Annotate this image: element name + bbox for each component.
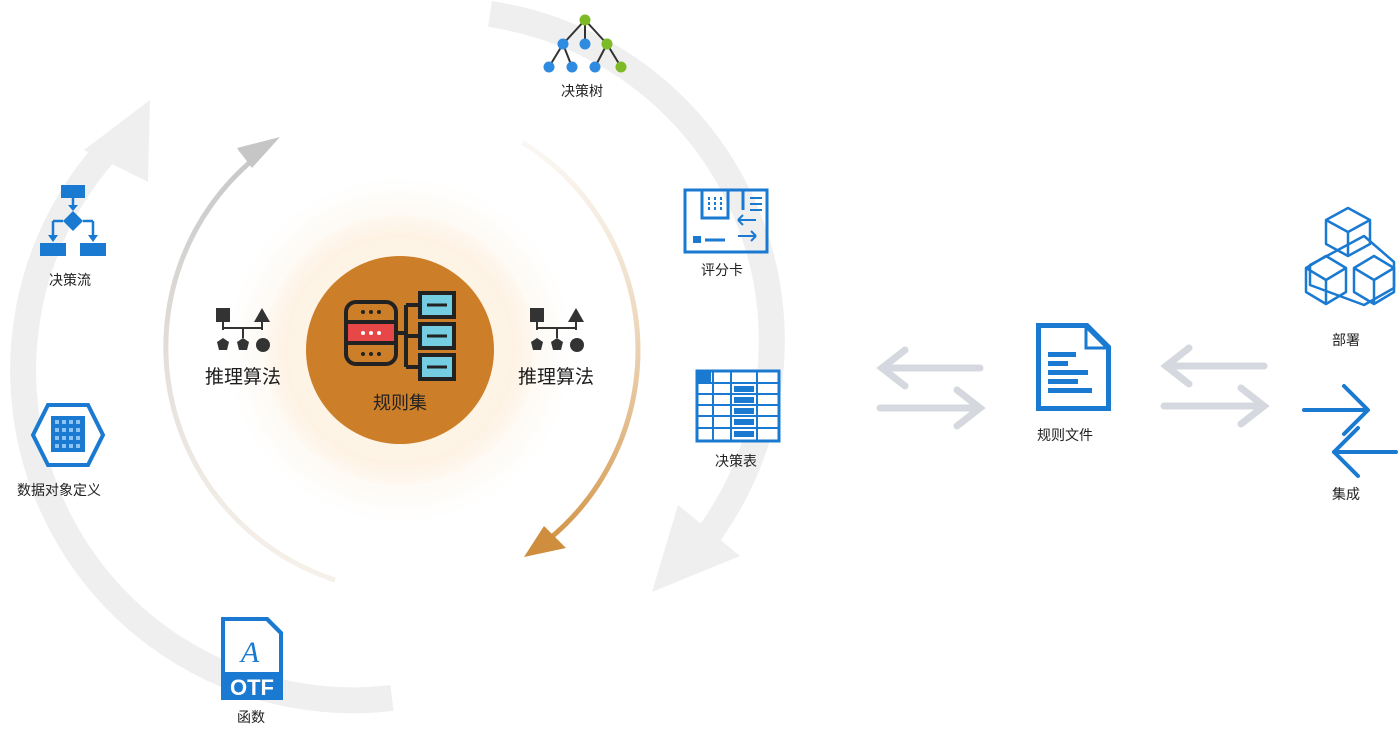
- flowchart-icon: [40, 185, 106, 256]
- algorithm-label-left: 推理算法: [204, 366, 282, 388]
- otf-file-icon: A OTF: [221, 617, 283, 700]
- integration-label[interactable]: 集成: [1332, 487, 1360, 503]
- hexagon-grid-icon: [30, 403, 106, 467]
- deploy-label[interactable]: 部署: [1332, 333, 1360, 349]
- shapes-icon: [530, 308, 584, 352]
- integration-arrows-icon: [1302, 384, 1398, 478]
- function-label[interactable]: 函数: [237, 710, 265, 726]
- decision-table-label[interactable]: 决策表: [715, 454, 757, 470]
- data-object-label[interactable]: 数据对象定义: [17, 483, 101, 499]
- table-icon: [695, 369, 781, 443]
- inner-cycle-arrows: [163, 137, 641, 583]
- rule-file-label[interactable]: 规则文件: [1037, 428, 1093, 444]
- svg-text:A: A: [239, 636, 260, 669]
- cubes-icon: [1304, 206, 1396, 307]
- tree-icon: [543, 14, 627, 73]
- decision-tree-label[interactable]: 决策树: [561, 84, 603, 100]
- scorecard-icon: [683, 188, 769, 254]
- center-node: [306, 256, 494, 444]
- decision-flow-label[interactable]: 决策流: [49, 273, 91, 289]
- svg-text:OTF: OTF: [230, 675, 274, 700]
- document-icon: [1036, 323, 1111, 411]
- scorecard-label[interactable]: 评分卡: [701, 263, 743, 279]
- center-label: 规则集: [373, 393, 427, 414]
- database-icon: [344, 291, 456, 381]
- algorithm-label-right: 推理算法: [517, 366, 595, 388]
- exchange-arrows-left: [876, 346, 986, 430]
- shapes-icon: [216, 308, 270, 352]
- exchange-arrows-right: [1160, 344, 1270, 428]
